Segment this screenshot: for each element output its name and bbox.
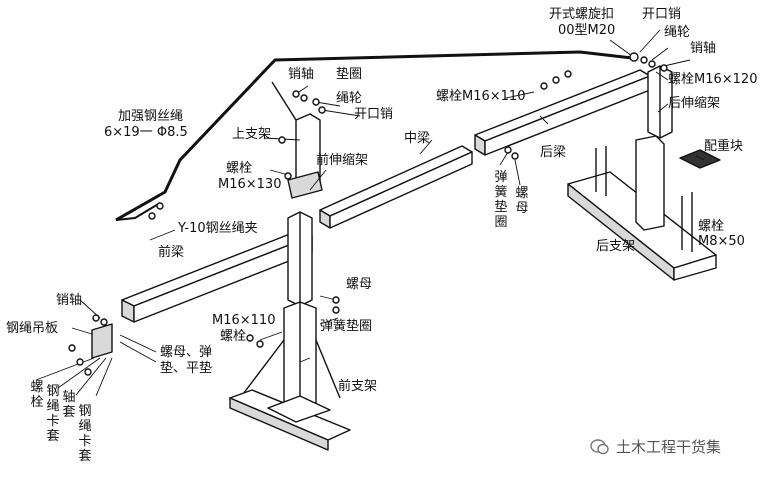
label-rope-clip2-vertical: 钢绳卡套: [78, 404, 92, 464]
label-bolt-m16x110-top: 螺栓M16×110: [436, 89, 526, 104]
label-nut-washers-2: 垫、平垫: [160, 361, 213, 376]
label-bolt-m16x120: 螺栓M16×120: [668, 72, 758, 87]
label-spring-washer-right: 弹簧垫圈: [320, 319, 373, 334]
label-counterweight: 配重块: [704, 139, 744, 154]
label-bolt-m16x110-b: 螺栓: [220, 329, 247, 344]
label-nut-vertical: 螺母: [515, 186, 529, 216]
label-reinforced-rope-2: 6×19一 Φ8.5: [104, 125, 188, 140]
rear-telescopic-part: [647, 65, 673, 139]
middle-beam-part: [319, 145, 473, 229]
label-middle-beam: 中梁: [404, 131, 431, 146]
watermark-text: 土木工程干货集: [616, 438, 722, 456]
rope-hanger-part: [91, 323, 113, 359]
wechat-icon: [590, 438, 609, 454]
label-washer-mid: 垫圈: [336, 67, 363, 82]
reinforced-wire-rope: [115, 50, 633, 222]
label-front-beam: 前梁: [158, 245, 185, 260]
label-rear-beam: 后梁: [540, 145, 567, 160]
label-rope-wheel-top: 绳轮: [664, 25, 691, 40]
front-telescopic-part: [287, 211, 313, 307]
label-rope-clip-vertical: 钢绳卡套: [46, 384, 60, 444]
label-rope-clamp: Y-10钢丝绳夹: [178, 221, 258, 236]
label-bolt-m8x50-b: M8×50: [698, 234, 745, 249]
label-pin-shaft-top: 销轴: [690, 41, 717, 56]
rear-beam-part: [474, 69, 651, 156]
label-cotter-pin-top: 开口销: [642, 7, 682, 22]
rear-frame-part: [567, 135, 717, 281]
label-shaft-sleeve-vertical: 轴套: [62, 390, 76, 420]
watermark: 土木工程干货集: [590, 436, 721, 457]
label-cotter-pin-mid: 开口销: [354, 107, 394, 122]
label-spring-washer-vertical: 弹簧垫圈: [494, 170, 508, 230]
front-beam-part: [121, 229, 313, 323]
label-reinforced-rope-1: 加强钢丝绳: [118, 109, 184, 124]
label-front-frame: 前支架: [338, 379, 378, 394]
label-nut-right: 螺母: [346, 277, 373, 292]
label-nut-washers-1: 螺母、弹: [160, 345, 213, 360]
label-open-turnbuckle: 开式螺旋扣: [549, 7, 615, 22]
label-pin-shaft-mid: 销轴: [288, 67, 315, 82]
label-bolt-vertical: 螺栓: [30, 380, 44, 410]
label-pin-shaft-left: 销轴: [56, 293, 83, 308]
label-bolt-m16x110-a: M16×110: [212, 313, 276, 328]
label-turnbuckle-model: 00型M20: [558, 23, 616, 38]
label-bolt-m16x130-a: 螺栓: [226, 161, 253, 176]
rope-tail: [115, 202, 161, 221]
label-upper-bracket: 上支架: [232, 127, 272, 142]
label-rope-wheel-mid: 绳轮: [336, 91, 363, 106]
label-rear-frame: 后支架: [596, 239, 636, 254]
label-rear-telescopic: 后伸缩架: [668, 96, 721, 111]
upper-bracket-part: [271, 81, 323, 199]
label-front-telescopic: 前伸缩架: [316, 153, 369, 168]
label-bolt-m8x50-a: 螺栓: [698, 219, 725, 234]
counterweight-part: [679, 149, 721, 169]
front-frame-part: [229, 301, 351, 451]
label-bolt-m16x130-b: M16×130: [218, 177, 282, 192]
label-rope-hanger: 钢绳吊板: [6, 321, 59, 336]
